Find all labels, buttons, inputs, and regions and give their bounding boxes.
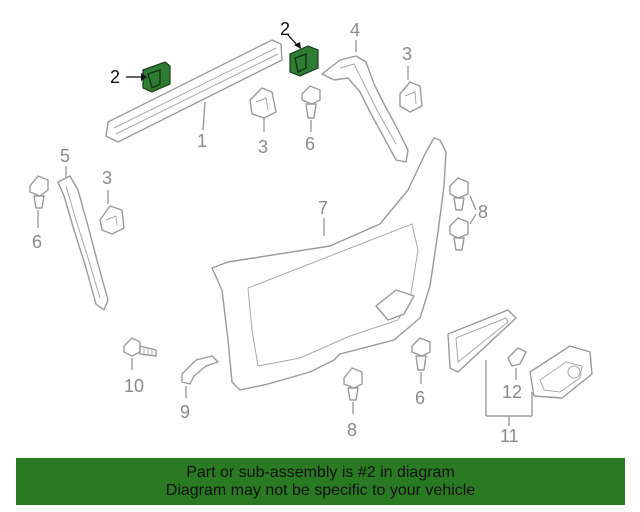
part-2-clip-left[interactable]: 2 (110, 61, 171, 93)
callout-2-right: 2 (280, 19, 290, 39)
callout-5: 5 (60, 146, 70, 166)
part-6-pushclip-top: 6 (301, 85, 321, 154)
callout-6-top: 6 (305, 134, 315, 154)
callout-4: 4 (350, 20, 360, 40)
callout-8-bottom: 8 (347, 420, 357, 440)
callout-2-left: 2 (110, 67, 120, 87)
part-12-bulb: 12 (502, 347, 527, 402)
part-9-grip: 9 (180, 355, 219, 422)
part-1-garnish: 1 (105, 39, 283, 151)
part-7-tailgate-trim: 7 (211, 137, 447, 391)
callout-1: 1 (197, 131, 207, 151)
banner-line-1: Part or sub-assembly is #2 in diagram (186, 463, 455, 481)
part-3-clip-left: 3 (99, 168, 125, 235)
part-3-clip-top-right: 3 (399, 44, 423, 113)
part-3-clip-top-center: 3 (249, 87, 277, 157)
part-5-pillar-trim: 5 (57, 146, 109, 311)
banner-line-2: Diagram may not be specific to your vehi… (165, 481, 476, 499)
info-banner: Part or sub-assembly is #2 in diagram Di… (16, 458, 625, 505)
callout-11: 11 (500, 426, 519, 446)
callout-12: 12 (502, 382, 522, 402)
part-11-lamp: 11 (447, 309, 593, 446)
callout-6-left: 6 (32, 232, 42, 252)
part-6-pushclip-left: 6 (29, 175, 49, 252)
callout-6-bottom: 6 (415, 388, 425, 408)
callout-8-right: 8 (478, 202, 488, 222)
callout-3-left: 3 (102, 168, 112, 188)
callout-7: 7 (318, 198, 328, 218)
part-10-bolt: 10 (123, 337, 157, 396)
callout-3-right: 3 (402, 44, 412, 64)
callout-10: 10 (124, 376, 144, 396)
part-4-pillar-trim: 4 (321, 20, 409, 163)
part-8-clips: 8 (449, 177, 488, 251)
parts-diagram: 1 2 2 3 3 3 4 (29, 19, 593, 446)
part-8-clip-bottom: 8 (343, 367, 363, 440)
part-6-pushclip-bottom: 6 (411, 337, 431, 408)
callout-9: 9 (180, 402, 190, 422)
callout-3-center: 3 (258, 137, 268, 157)
part-2-clip-right[interactable]: 2 (280, 19, 319, 77)
